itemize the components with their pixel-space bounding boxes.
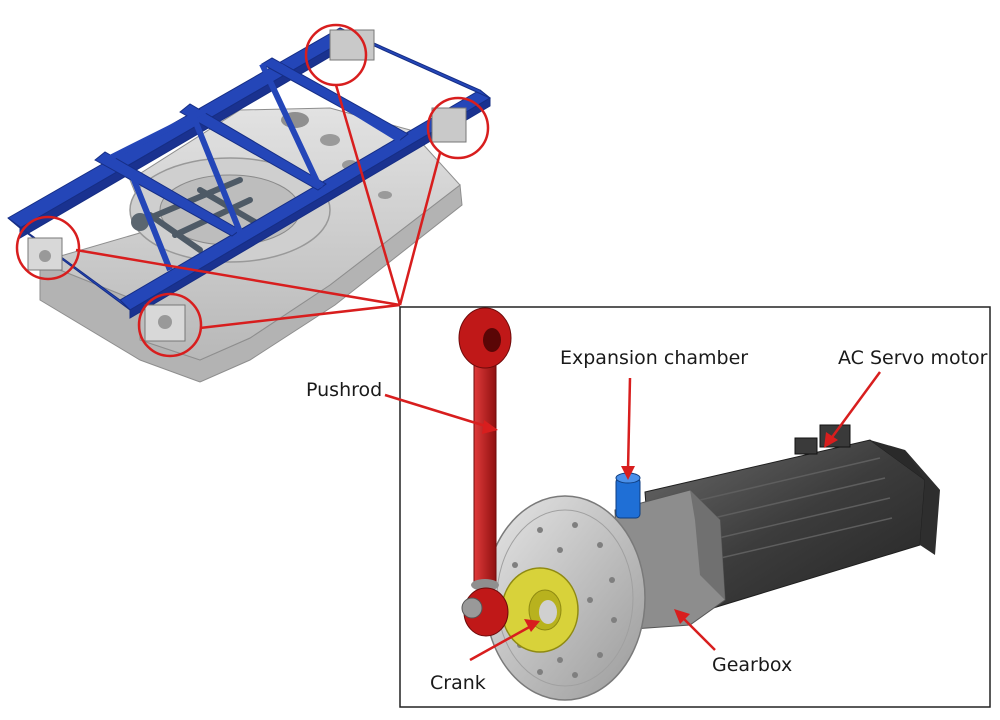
callout-line bbox=[75, 248, 401, 307]
label-arrows bbox=[384, 371, 882, 662]
platform-assembly bbox=[7, 27, 491, 383]
label-gearbox: Gearbox bbox=[712, 654, 792, 676]
label-expansion-chamber: Expansion chamber bbox=[560, 347, 748, 369]
arrow-heads bbox=[482, 420, 838, 632]
corner-bolt bbox=[158, 315, 172, 329]
linkage-joint bbox=[131, 213, 149, 231]
corner-bolt bbox=[39, 250, 51, 262]
label-pushrod: Pushrod bbox=[306, 379, 382, 401]
callout-line bbox=[334, 84, 402, 306]
callout-line bbox=[398, 152, 442, 306]
plate-hole bbox=[378, 191, 392, 199]
callout-circle bbox=[15, 215, 81, 281]
callout-circle bbox=[426, 96, 490, 160]
pushrod bbox=[458, 307, 512, 637]
corner-block bbox=[431, 107, 467, 143]
callout-line bbox=[199, 303, 401, 330]
label-servo-motor: AC Servo motor bbox=[838, 347, 988, 369]
callout-circle bbox=[137, 292, 203, 358]
crank bbox=[501, 567, 579, 653]
label-crank: Crank bbox=[430, 672, 486, 694]
callout-markers bbox=[15, 23, 490, 358]
corner-block bbox=[329, 29, 375, 61]
plate-hole bbox=[320, 134, 340, 146]
expansion-chamber bbox=[615, 472, 641, 519]
